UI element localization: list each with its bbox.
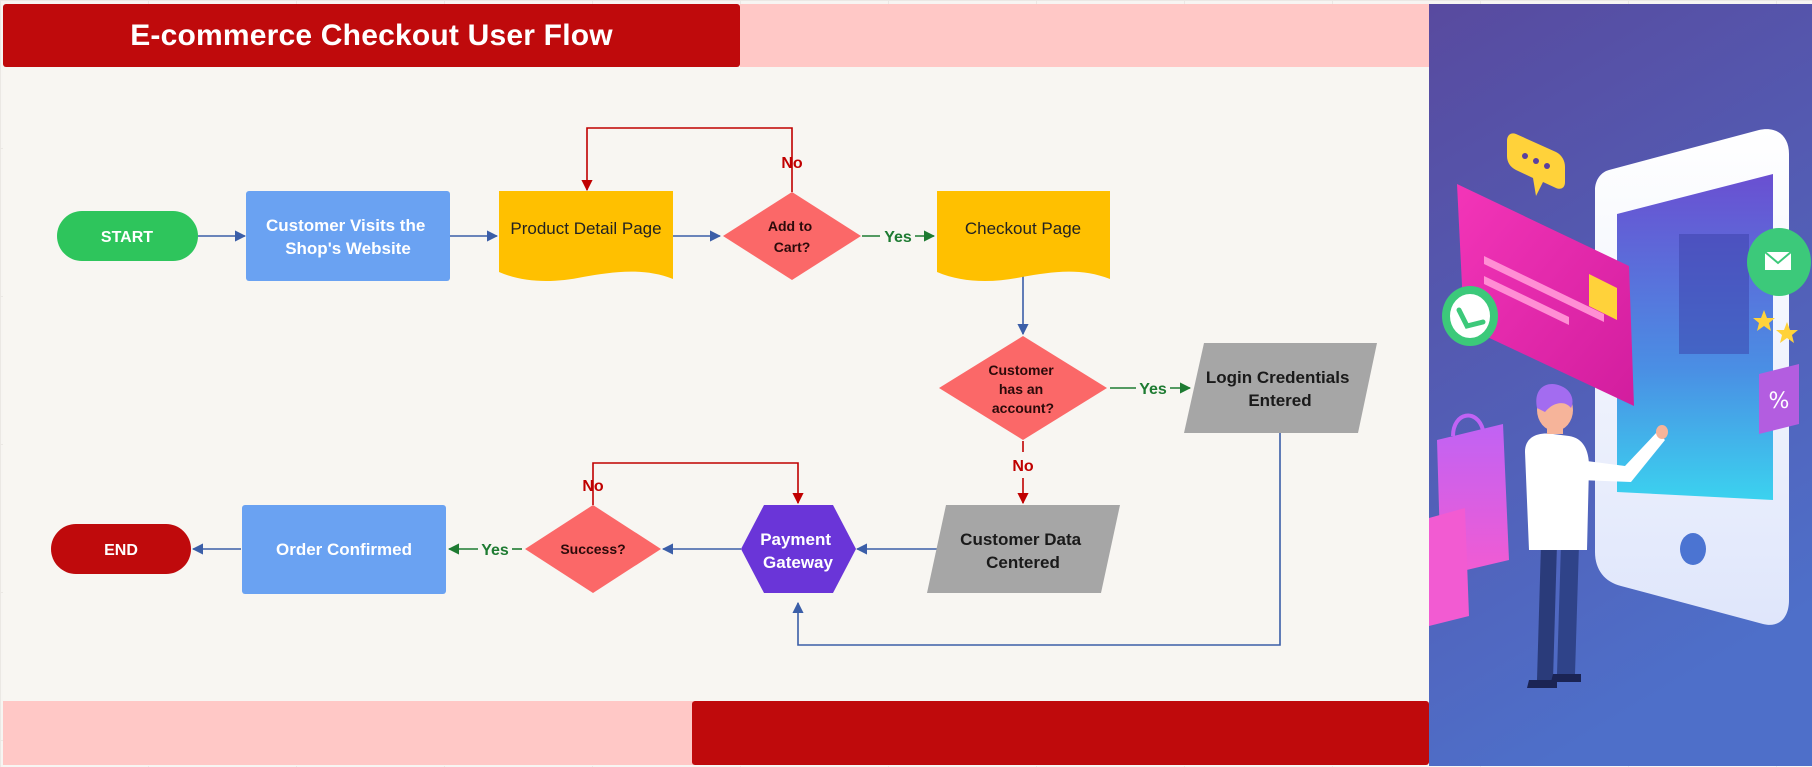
person-illustration (1525, 384, 1668, 688)
has-account-decision: Customer has an account? (939, 336, 1107, 440)
success-decision: Success? (525, 505, 661, 593)
end-node: END (51, 524, 191, 574)
checkmark-badge-icon (1442, 286, 1498, 346)
label-success-yes: Yes (481, 542, 509, 559)
footer-accent-band (3, 701, 693, 765)
footer-banner (692, 701, 1429, 765)
customer-data-node: Customer Data Centered (927, 505, 1120, 593)
diagram-board (3, 4, 1429, 766)
rating-stars-icon (1753, 310, 1798, 343)
discount-tag-icon: % (1759, 364, 1799, 434)
add-to-cart-label: Add to Cart? (768, 218, 816, 255)
label-addtocart-no: No (781, 155, 803, 172)
shopping-bags-illustration (1429, 413, 1509, 626)
payment-gateway-label: Payment Gateway (760, 530, 836, 572)
title-banner: E-commerce Checkout User Flow (3, 4, 740, 67)
phone-illustration (1595, 129, 1789, 625)
order-confirmed-label: Order Confirmed (276, 540, 412, 559)
edge-login-payment (792, 433, 1281, 646)
svg-text:%: % (1769, 389, 1790, 414)
page-title: E-commerce Checkout User Flow (130, 18, 613, 52)
visit-website-label: Customer Visits the Shop's Website (266, 216, 430, 258)
mail-badge-icon (1747, 228, 1811, 296)
login-credentials-label: Login Credentials Entered (1206, 368, 1354, 410)
has-account-label: Customer has an account? (988, 362, 1057, 416)
label-success-no: No (582, 478, 604, 495)
visit-website-node: Customer Visits the Shop's Website (246, 191, 450, 281)
success-label: Success? (560, 541, 625, 557)
start-node: START (57, 211, 198, 261)
edge-addtocart-no-loop (581, 127, 793, 192)
label-hasaccount-no: No (1012, 458, 1034, 475)
credit-card-illustration (1457, 184, 1634, 406)
checkout-page-label: Checkout Page (965, 219, 1081, 238)
add-to-cart-decision: Add to Cart? (723, 192, 861, 280)
chat-bubble-icon (1507, 133, 1565, 196)
label-hasaccount-yes: Yes (1139, 381, 1167, 398)
login-credentials-node: Login Credentials Entered (1184, 343, 1377, 433)
order-confirmed-node: Order Confirmed (242, 505, 446, 594)
end-label: END (104, 542, 138, 559)
product-detail-node: Product Detail Page (499, 191, 673, 282)
flowchart: No Yes Yes No No Yes START Customer Visi… (51, 127, 1377, 646)
edge-success-no-loop (592, 462, 804, 505)
edge-labels: No Yes Yes No No Yes (481, 155, 1167, 559)
checkout-illustration: % (1429, 4, 1812, 766)
header-accent-band (740, 4, 1429, 67)
product-detail-label: Product Detail Page (510, 219, 661, 238)
payment-gateway-node: Payment Gateway (741, 505, 856, 593)
customer-data-label: Customer Data Centered (960, 530, 1086, 572)
label-addtocart-yes: Yes (884, 229, 912, 246)
connectors (191, 127, 1281, 646)
start-label: START (101, 229, 153, 246)
checkout-page-node: Checkout Page (937, 191, 1110, 282)
